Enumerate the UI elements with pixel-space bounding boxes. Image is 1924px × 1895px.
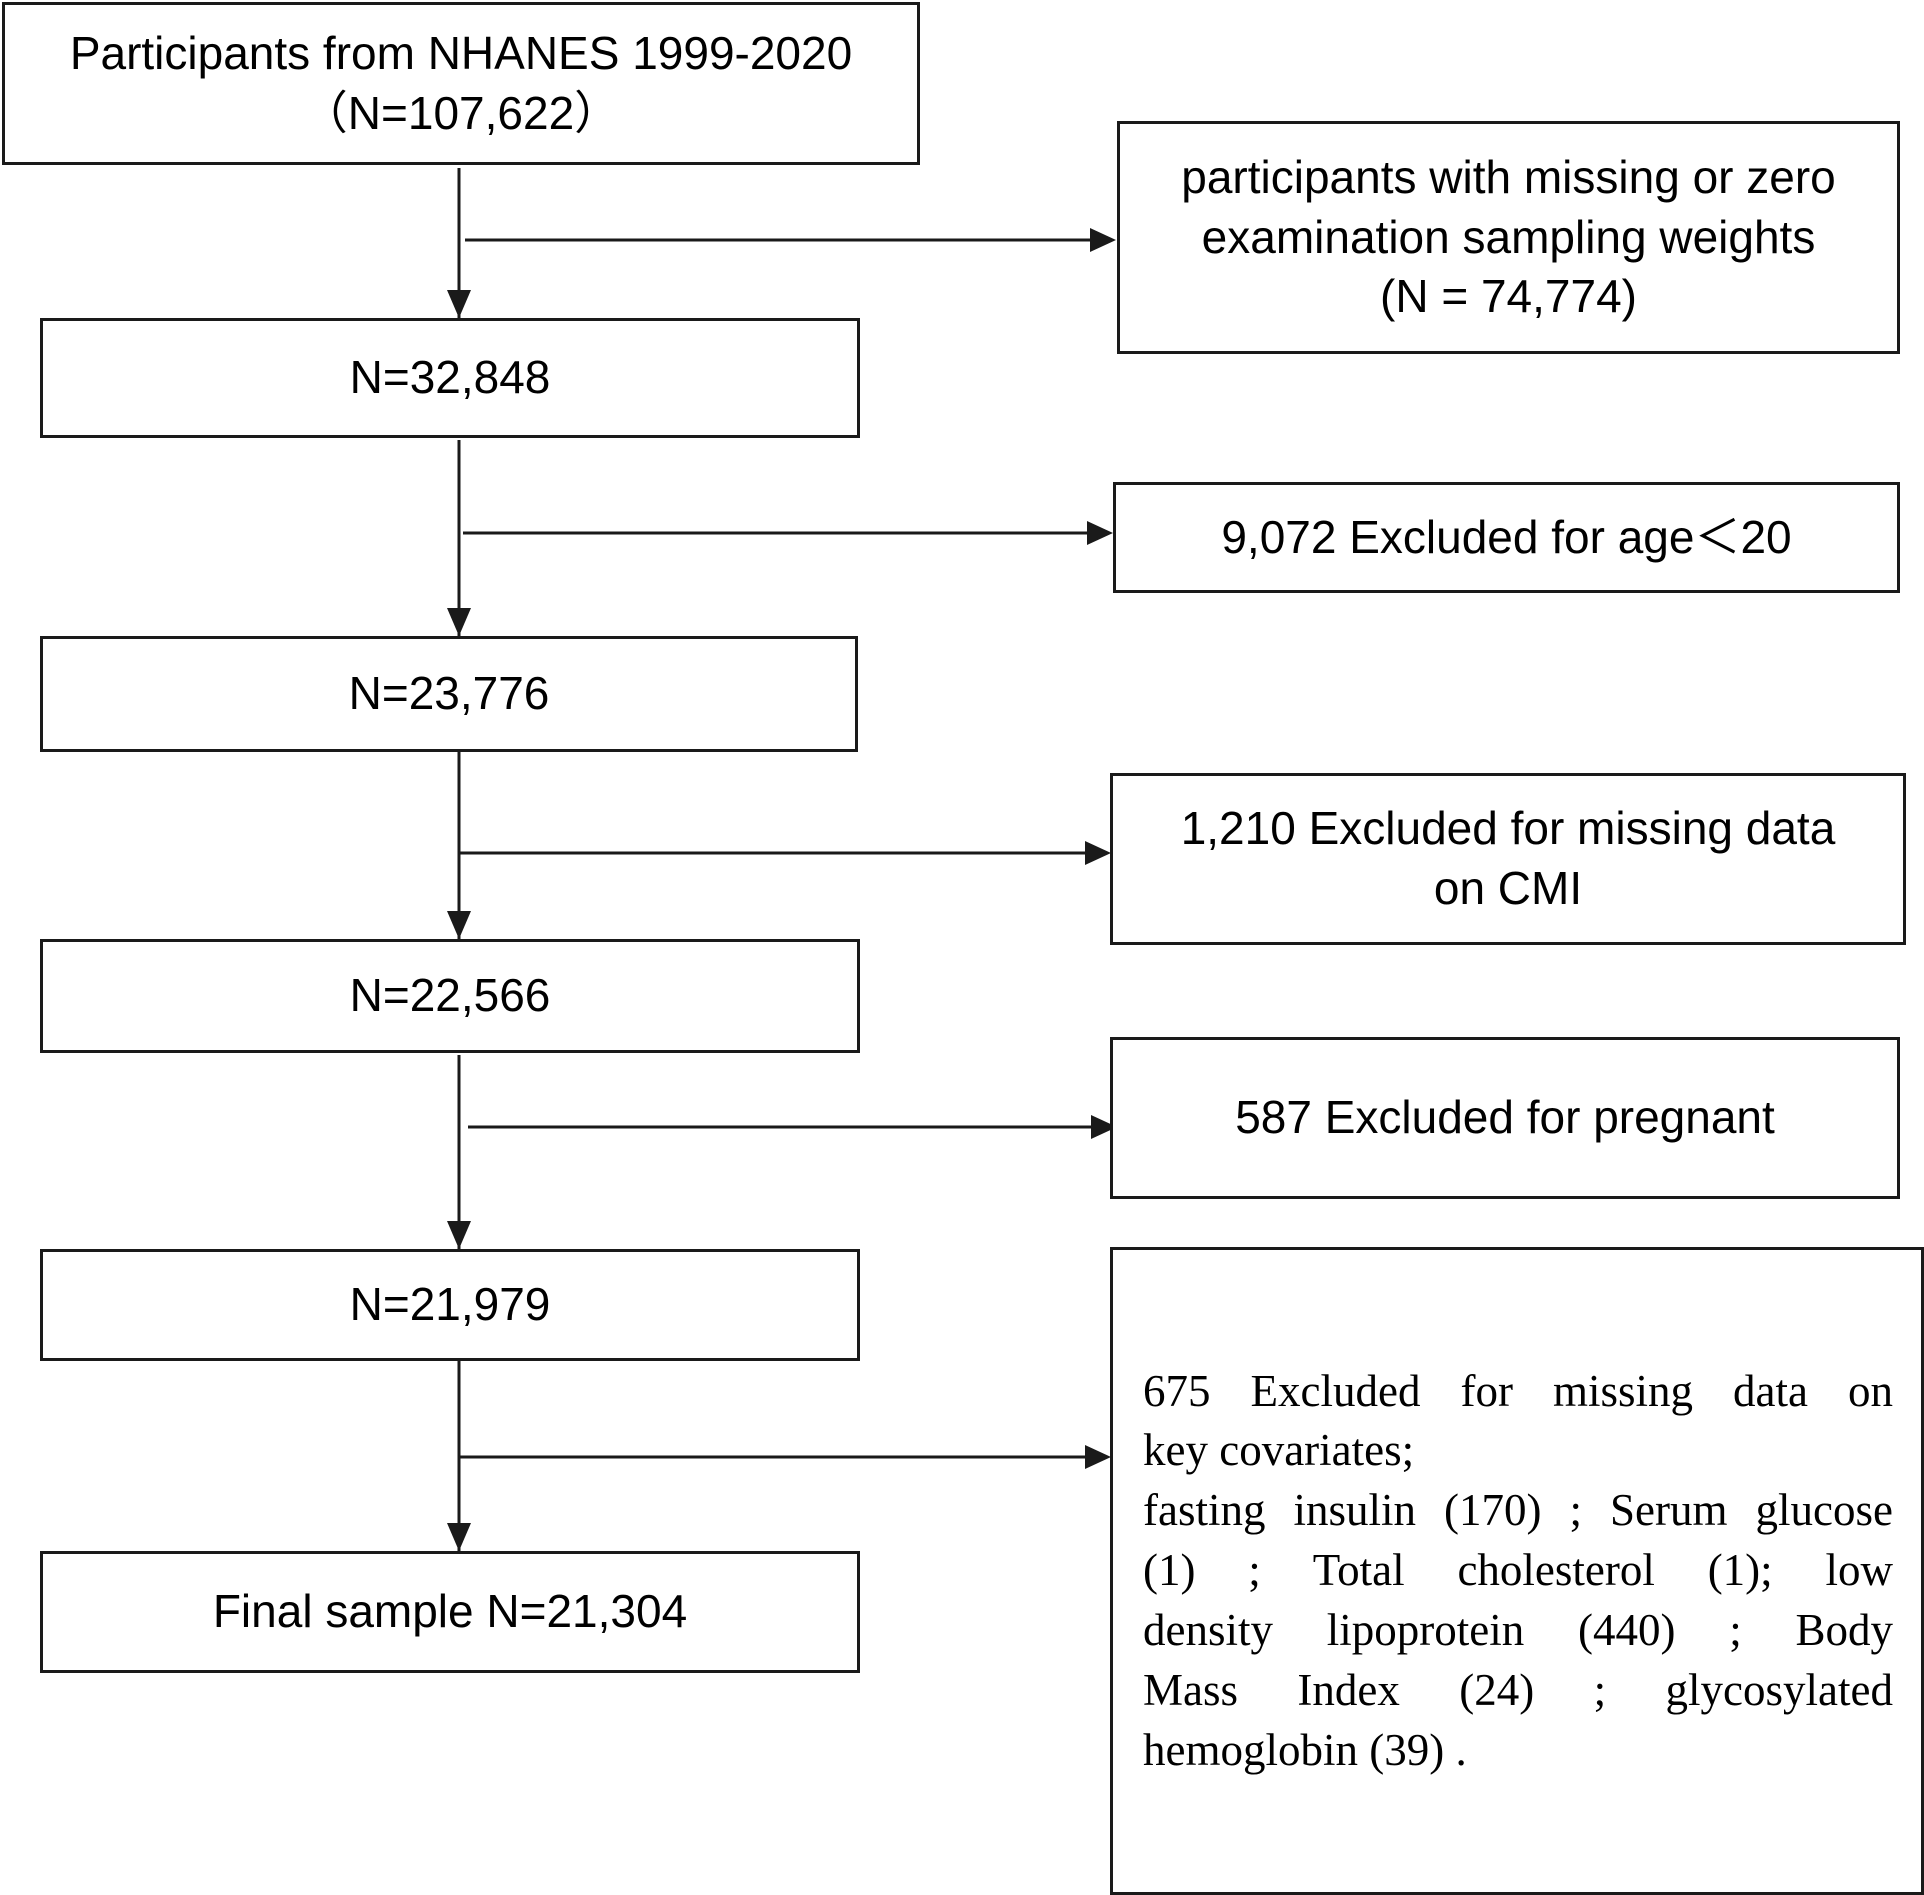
- covariate-line: (1) ; Total cholesterol (1); low: [1143, 1545, 1893, 1596]
- exclusion-missing-cmi: 1,210 Excluded for missing data on CMI: [1110, 773, 1906, 945]
- covariate-line: key covariates;: [1143, 1425, 1415, 1476]
- main-step-n3: N=23,776: [40, 636, 858, 752]
- side-arrowhead-1: [1090, 228, 1116, 252]
- down-arrowhead-5: [447, 1523, 471, 1551]
- covariate-line: fasting insulin (170) ; Serum glucose: [1143, 1485, 1893, 1536]
- step-label-line: （N=107,622）: [301, 86, 621, 139]
- exclusion-label-line: participants with missing or zero: [1181, 150, 1836, 203]
- side-arrowhead-2: [1087, 521, 1113, 545]
- covariate-line: hemoglobin (39) .: [1143, 1724, 1467, 1775]
- covariate-line: 675 Excluded for missing data on: [1143, 1365, 1893, 1416]
- exclusion-label-line: examination sampling weights: [1201, 210, 1816, 263]
- side-arrowhead-5: [1085, 1445, 1111, 1469]
- main-step-n2: N=32,848: [40, 318, 860, 438]
- down-arrowhead-3: [447, 911, 471, 939]
- main-step-n5: N=21,979: [40, 1249, 860, 1361]
- step-label-line: Participants from NHANES 1999-2020: [69, 26, 853, 79]
- side-arrowhead-4: [1091, 1115, 1117, 1139]
- side-arrowhead-3: [1085, 841, 1111, 865]
- exclusion-label: 9,072 Excluded for age＜20: [1221, 510, 1792, 563]
- covariate-line: Mass Index (24) ; glycosylated: [1143, 1664, 1893, 1715]
- down-arrowhead-4: [447, 1221, 471, 1249]
- main-step-final-sample: Final sample N=21,304: [40, 1551, 860, 1673]
- exclusion-label: 587 Excluded for pregnant: [1235, 1091, 1775, 1144]
- exclusion-sampling-weights: participants with missing or zero examin…: [1117, 121, 1900, 354]
- main-step-participants: Participants from NHANES 1999-2020 （N=10…: [2, 2, 920, 165]
- step-label: N=23,776: [348, 667, 550, 720]
- covariate-line: density lipoprotein (440) ; Body: [1143, 1604, 1893, 1655]
- exclusion-label-line: (N = 74,774): [1380, 270, 1637, 323]
- exclusion-covariates: 675 Excluded for missing data on key cov…: [1110, 1247, 1924, 1895]
- step-label: N=22,566: [349, 969, 551, 1022]
- exclusion-label-line: 1,210 Excluded for missing data: [1180, 802, 1836, 855]
- exclusion-label-line: on CMI: [1433, 862, 1583, 914]
- down-arrowhead-1: [447, 290, 471, 318]
- main-step-n4: N=22,566: [40, 939, 860, 1053]
- step-label: N=21,979: [349, 1278, 551, 1331]
- down-arrowhead-2: [447, 608, 471, 636]
- exclusion-age: 9,072 Excluded for age＜20: [1113, 482, 1900, 593]
- step-label: N=32,848: [349, 351, 551, 404]
- step-label: Final sample N=21,304: [212, 1585, 688, 1638]
- exclusion-pregnant: 587 Excluded for pregnant: [1110, 1037, 1900, 1199]
